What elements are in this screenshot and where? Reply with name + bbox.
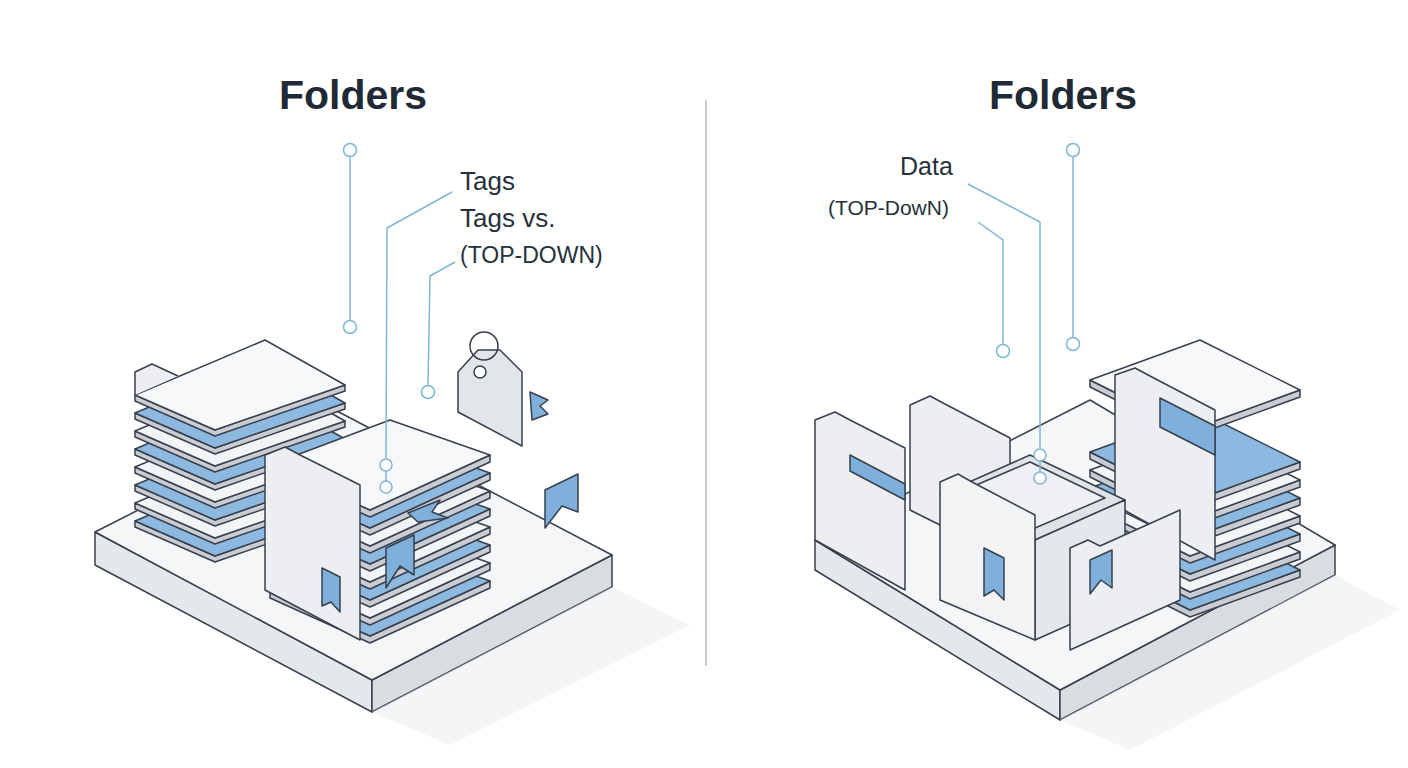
panel-title: Folders [989,72,1137,119]
callout-label: Tags vs. [460,204,555,234]
callout-label: (TOP-DOWN) [460,242,603,268]
panel-title: Folders [279,72,427,119]
callout-label: (TOP-DowN) [828,196,949,220]
callout-label: Data [900,152,953,181]
callout-label: Tags [460,167,515,197]
